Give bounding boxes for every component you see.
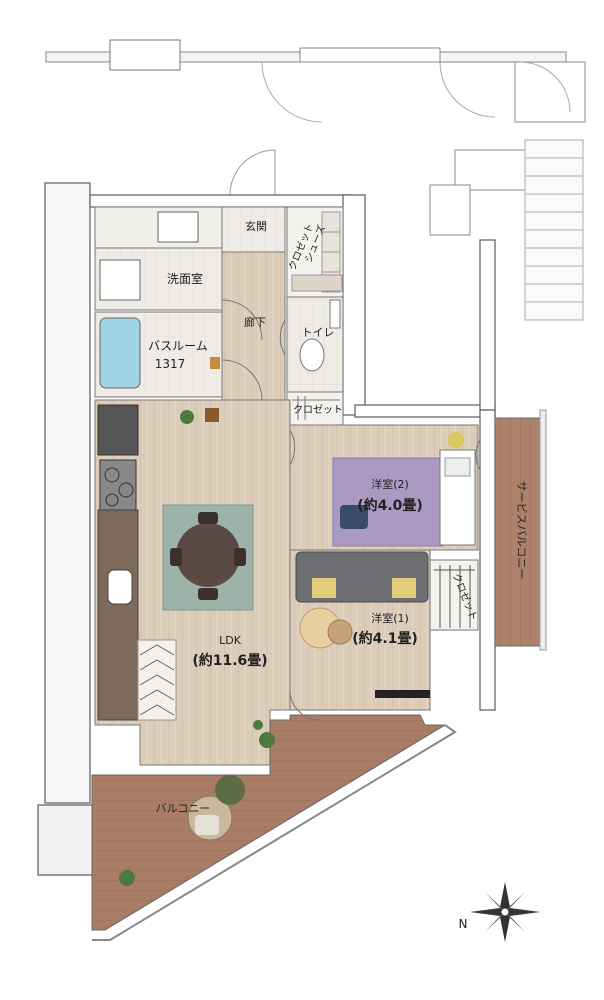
washing-machine (157, 211, 199, 243)
mat-pattern (139, 644, 175, 716)
ldk-name: LDK (219, 634, 242, 647)
bedroom2-name: 洋室(2) (371, 477, 409, 491)
sink (107, 569, 133, 605)
service-balcony-deck (494, 417, 541, 647)
shoe-shelves (291, 211, 343, 293)
toilet-bowl (299, 338, 325, 372)
balcony-chair (215, 775, 245, 805)
washroom-label: 洗面室 (167, 271, 203, 286)
compass-north-label: N (459, 917, 468, 931)
coffee-table (327, 619, 353, 645)
service-balcony-rail (539, 409, 547, 651)
kitchen-counter-main (97, 509, 139, 721)
ldk-size: (約11.6畳) (192, 652, 267, 669)
fridge (97, 404, 139, 456)
pillow (444, 457, 471, 477)
balcony-rail (92, 724, 457, 941)
closet-hangers (434, 565, 475, 628)
burners (104, 467, 134, 507)
compass-icon (470, 882, 540, 942)
tv-board (375, 690, 430, 698)
dining-chair (198, 588, 218, 600)
bathroom-size-label: 1317 (155, 357, 186, 371)
bedroom2-rug (332, 457, 444, 547)
dining-chair (170, 548, 182, 566)
toilet-label: トイレ (302, 326, 335, 339)
service-balcony-label: サービスバルコニー (515, 481, 528, 580)
plant-box (205, 408, 219, 422)
doors (221, 299, 481, 721)
kitchen-mat (137, 639, 177, 721)
cushion (392, 578, 416, 598)
armchair (340, 505, 368, 529)
balcony-chair (195, 815, 219, 835)
bathtub (99, 317, 141, 389)
dining-chair (198, 512, 218, 524)
bedroom1-size: (約4.1畳) (352, 630, 418, 647)
washbasin (99, 259, 141, 301)
walls (37, 182, 496, 876)
hall-closet-hangers (292, 396, 340, 420)
hallway-label: 廊下 (244, 315, 266, 329)
bathroom-label: バスルーム (148, 339, 208, 353)
building-outline (45, 39, 586, 236)
cushion (312, 578, 336, 598)
entrance-label: 玄関 (245, 219, 267, 233)
balcony-label: バルコニー (156, 802, 211, 815)
stairs (524, 139, 584, 321)
toilet-tank (329, 299, 341, 329)
side-table (448, 432, 464, 448)
entrance-floor (221, 206, 286, 253)
bedroom2-size: (約4.0畳) (357, 497, 423, 514)
hall-closet-label: クロゼット (293, 404, 343, 416)
plant-icon (119, 410, 275, 886)
dining-chair (234, 548, 246, 566)
hall-closet-floor (286, 391, 344, 428)
dining-table (176, 523, 240, 587)
bedroom1-name: 洋室(1) (371, 611, 409, 625)
lamp (210, 357, 220, 369)
